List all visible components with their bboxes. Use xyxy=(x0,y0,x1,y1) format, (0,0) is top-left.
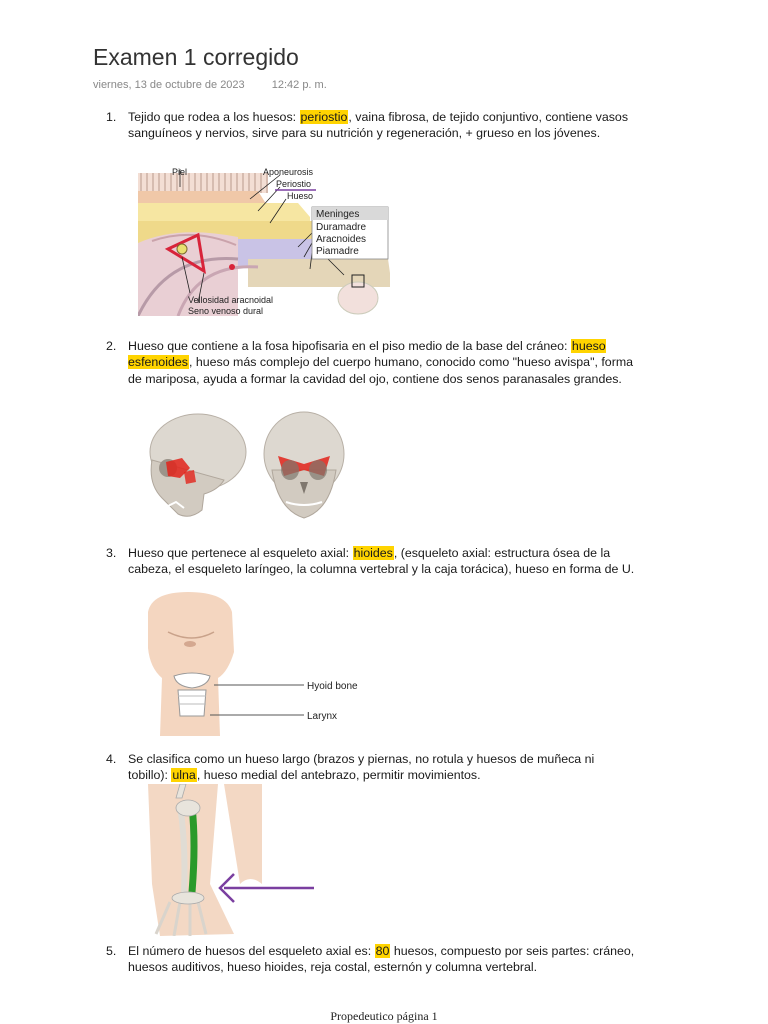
answer-highlight: hioides xyxy=(352,546,394,560)
question-text-part: , vaina fibrosa, de tejido conjuntivo, c… xyxy=(128,110,629,141)
question-text: Hueso que pertenece al esqueleto axial: … xyxy=(128,545,636,578)
question-text-part: huesos, compuesto por seis partes: cráne… xyxy=(128,944,635,975)
answer-highlight: periostio xyxy=(299,110,349,124)
question-text: Hueso que contiene a la fosa hipofisaria… xyxy=(128,338,636,387)
question-number: 2. xyxy=(106,339,117,353)
question-text: Se clasifica como un hueso largo (brazos… xyxy=(128,751,636,784)
legend-title: Meninges xyxy=(316,209,359,220)
page-time: 12:42 p. m. xyxy=(271,79,327,91)
question-text-part: El número de huesos del esqueleto axial … xyxy=(128,944,375,958)
meninges-figure: Piel Aponeurosis Periostio Hueso Meninge… xyxy=(138,163,390,316)
question-text-part: Hueso que pertenece al esqueleto axial: xyxy=(128,546,353,560)
label-vellosidad: Vellosidad aracnoidal xyxy=(188,295,273,305)
question-4: 4. Se clasifica como un hueso largo (bra… xyxy=(106,751,636,784)
label-aponeurosis: Aponeurosis xyxy=(263,167,314,177)
answer-highlight: ulna xyxy=(171,768,197,783)
label-hyoid-bone: Hyoid bone xyxy=(307,681,358,692)
question-1: 1. Tejido que rodea a los huesos: perios… xyxy=(106,109,636,142)
ulna-figure xyxy=(148,784,314,936)
hyoid-figure: Hyoid bone Larynx xyxy=(148,592,358,736)
label-seno: Seno venoso dural xyxy=(188,306,263,316)
legend-item: Aracnoides xyxy=(316,234,366,245)
question-3: 3. Hueso que pertenece al esqueleto axia… xyxy=(106,545,636,578)
question-text-part: , hueso más complejo del cuerpo humano, … xyxy=(128,355,634,386)
label-periostio: Periostio xyxy=(276,179,311,189)
question-text-part: Se clasifica como un hueso largo (brazos… xyxy=(128,752,595,783)
page-title: Examen 1 corregido xyxy=(93,44,299,70)
question-text-part: Tejido que rodea a los huesos: xyxy=(128,110,300,124)
label-hueso: Hueso xyxy=(287,191,313,201)
question-number: 5. xyxy=(106,944,117,958)
page-footer: Propedeutico página 1 xyxy=(330,1009,438,1023)
page-date: viernes, 13 de octubre de 2023 xyxy=(93,79,245,91)
question-text-part: , (esqueleto axial: estructura ósea de l… xyxy=(128,546,635,577)
skull-lateral-image xyxy=(149,413,247,517)
question-5: 5. El número de huesos del esqueleto axi… xyxy=(106,943,636,976)
question-number: 3. xyxy=(106,546,117,560)
question-number: 1. xyxy=(106,110,117,124)
label-piel: Piel xyxy=(172,167,187,177)
page-meta: viernes, 13 de octubre de 2023 12:42 p. … xyxy=(93,79,351,91)
skull-frontal-image xyxy=(263,411,345,519)
question-text: El número de huesos del esqueleto axial … xyxy=(128,943,636,976)
question-text-part: Hueso que contiene a la fosa hipofisaria… xyxy=(128,339,571,353)
question-2: 2. Hueso que contiene a la fosa hipofisa… xyxy=(106,338,636,387)
sphenoid-figure xyxy=(149,411,345,519)
question-text-part: , hueso medial del antebrazo, permitir m… xyxy=(196,768,481,783)
answer-highlight: 80 xyxy=(374,944,391,958)
legend-item: Duramadre xyxy=(316,222,366,233)
question-text: Tejido que rodea a los huesos: periostio… xyxy=(128,109,636,142)
question-number: 4. xyxy=(106,752,117,766)
legend-item: Piamadre xyxy=(316,246,359,257)
label-larynx: Larynx xyxy=(307,711,337,722)
